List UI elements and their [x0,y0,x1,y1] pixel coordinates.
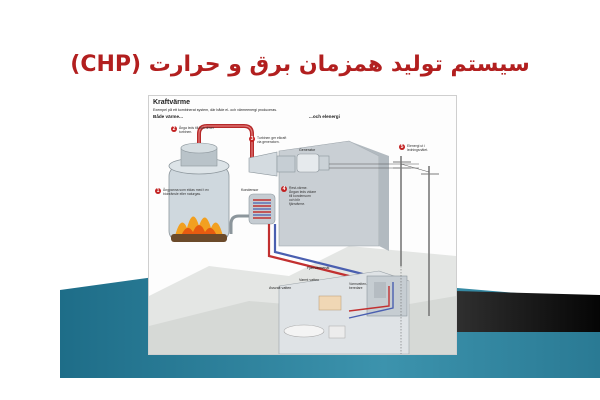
callout-1-number: 1 [155,188,161,194]
boiler [168,142,230,242]
steam-pipe [197,124,254,160]
right-header: ...och elenergi [309,114,340,119]
power-line [329,156,439,316]
left-header: Både värme... [153,114,183,119]
callout-3-number: 3 [249,136,255,142]
callout-5-number: 5 [399,144,405,150]
callout-2-text: Ånga leds till och driver turbinen. [179,126,215,134]
callout-5-text: Elenergi ut i ledningsnätet. [407,144,429,152]
label-avsvalt-vatten: Avsvalt vatten [269,286,292,290]
callout-2-number: 2 [171,126,177,132]
callout-4-number: 4 [281,186,287,192]
diagram-heading: Kraftvärme [153,99,190,106]
callout-1-text: Ångpanna som eldas med t ex biobränsle e… [163,188,209,196]
label-varmvattenberedare: Varmvatten- beredare [349,282,368,290]
diagram-subheading: Exempel på ett kombinerat system, där bå… [153,108,278,112]
label-fjarrvarmenat: Fjärrvärmenät [307,266,330,270]
condenser [248,193,276,225]
dark-band [420,290,600,332]
label-generator: Generator [299,148,316,152]
slide-title: سیستم تولید همزمان برق و حرارت (CHP) [70,52,530,77]
chp-diagram: Kraftvärme Exempel på ett kombinerat sys… [148,95,457,355]
callout-4-text: Rest-värme. Ångan leds vidare till konde… [289,186,317,206]
chp-illustration [149,124,456,354]
callout-3-text: Turbinen ger elkraft via generatorn. [257,136,287,144]
turbine [248,151,296,177]
label-kondensor: Kondensor [241,188,259,192]
house [278,270,410,354]
generator [296,153,330,173]
label-varmt-vatten: Varmt vatten [299,278,320,282]
